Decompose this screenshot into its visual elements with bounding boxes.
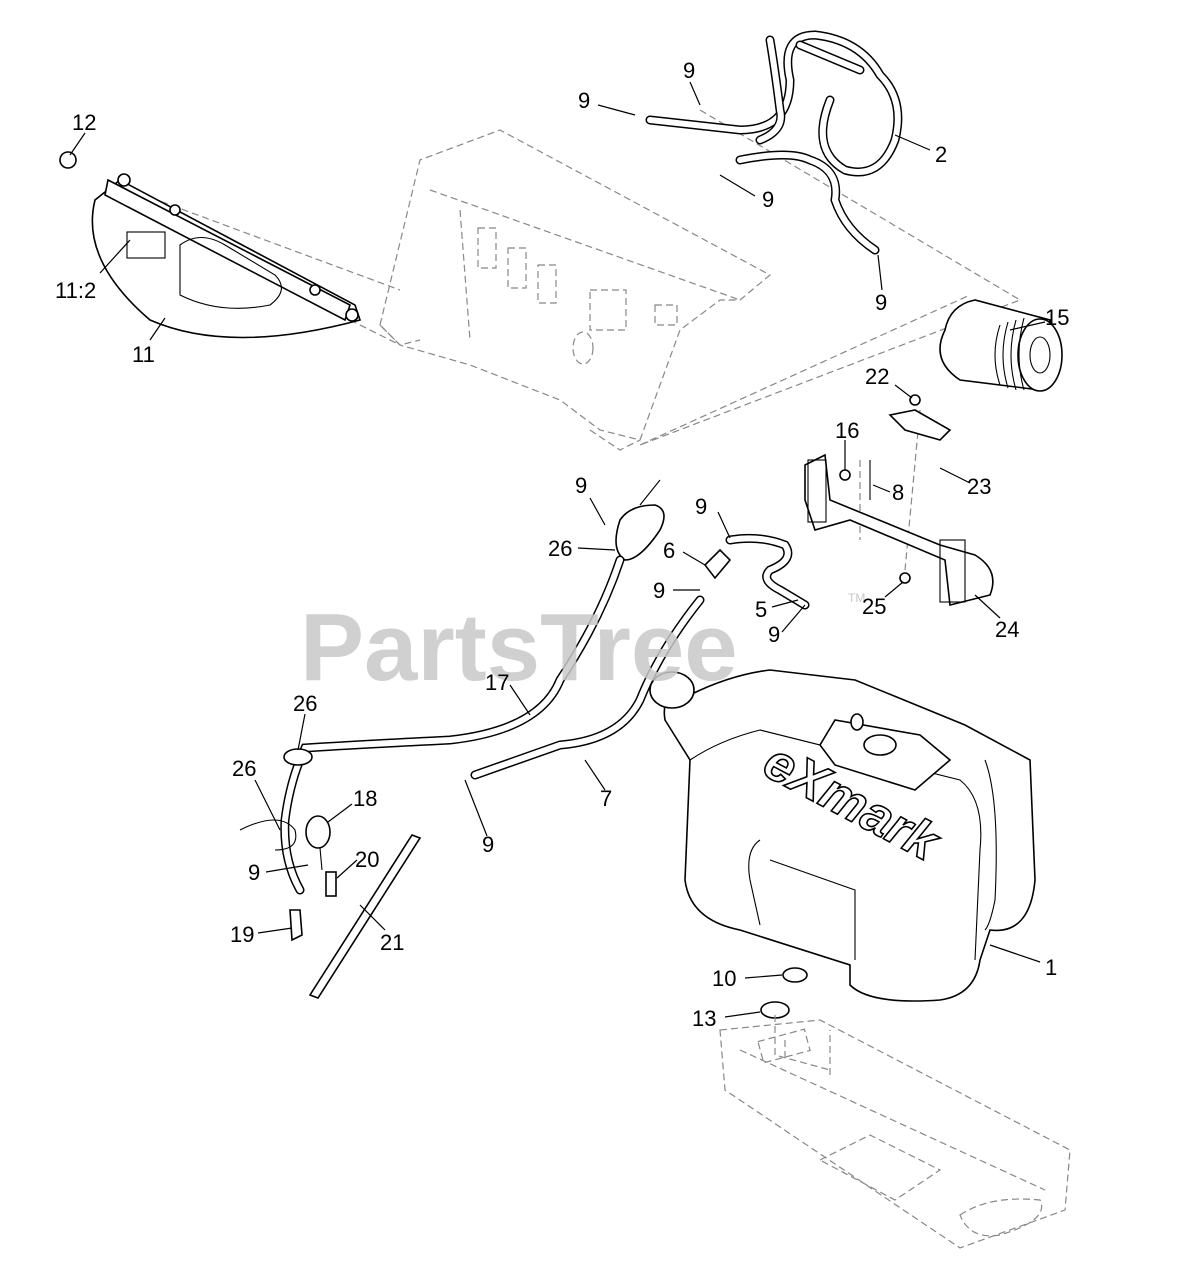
- alignment-lines: [129, 109, 1022, 571]
- callout-9: 9: [695, 494, 707, 519]
- callout-9: 9: [578, 88, 590, 113]
- callout-24: 24: [995, 617, 1019, 642]
- callout-18: 18: [353, 786, 377, 811]
- part-15-canister[interactable]: [939, 299, 1063, 392]
- callout-11-2: 11:2: [55, 278, 96, 303]
- callout-23: 23: [967, 474, 991, 499]
- part-11-cover-panel[interactable]: [91, 173, 362, 339]
- part-2-hose-assembly[interactable]: [645, 30, 903, 255]
- callout-6: 6: [663, 538, 675, 563]
- callout-2: 2: [935, 142, 947, 167]
- callout-15: 15: [1045, 305, 1069, 330]
- callout-9: 9: [768, 622, 780, 647]
- callout-9: 9: [575, 473, 587, 498]
- watermark: PartsTree: [300, 594, 738, 701]
- part-5-hose[interactable]: [725, 533, 810, 610]
- callout-9: 9: [482, 832, 494, 857]
- callout-26: 26: [548, 536, 572, 561]
- ghost-floor-pan: [719, 1015, 1071, 1249]
- callout-8: 8: [892, 480, 904, 505]
- callout-9: 9: [248, 860, 260, 885]
- callout-17: 17: [485, 670, 509, 695]
- part-12-screw[interactable]: [59, 151, 77, 169]
- part-6-fitting[interactable]: [703, 548, 732, 580]
- callout-22: 22: [865, 364, 889, 389]
- callout-9: 9: [653, 578, 665, 603]
- part-1-fuel-tank[interactable]: eXmark: [649, 669, 1036, 1002]
- part-21-strap[interactable]: [308, 834, 422, 999]
- leader-lines: [69, 81, 1046, 1018]
- callout-21: 21: [380, 930, 404, 955]
- callout-12: 12: [72, 110, 96, 135]
- part-26-filter-upper[interactable]: [615, 479, 665, 561]
- part-24-bracket[interactable]: [804, 453, 994, 606]
- ghost-frame-panel: [379, 129, 772, 451]
- callout-16: 16: [835, 418, 859, 443]
- part-22-nut[interactable]: [909, 394, 921, 406]
- callout-19: 19: [230, 922, 254, 947]
- part-7-hose[interactable]: [470, 595, 705, 780]
- callouts: 12 11:2 11 9 9 2 9 9 15 22 16 8 23 9 26 …: [55, 58, 1069, 1031]
- callout-1: 1: [1045, 955, 1057, 980]
- callout-20: 20: [355, 847, 379, 872]
- part-17-hose[interactable]: [280, 555, 625, 895]
- watermark-tm: TM: [848, 591, 865, 605]
- callout-10: 10: [712, 966, 736, 991]
- callout-7: 7: [600, 786, 612, 811]
- callout-11: 11: [132, 342, 155, 367]
- part-10-grommet[interactable]: [782, 967, 808, 983]
- callout-26: 26: [232, 756, 256, 781]
- callout-9: 9: [875, 290, 887, 315]
- callout-9: 9: [762, 187, 774, 212]
- part-26-clip-lower[interactable]: [239, 748, 313, 851]
- part-19-elbow[interactable]: [289, 909, 303, 942]
- callout-13: 13: [692, 1006, 716, 1031]
- callout-5: 5: [755, 597, 767, 622]
- part-23-plate[interactable]: [888, 409, 952, 441]
- callout-9: 9: [683, 58, 695, 83]
- callout-25: 25: [862, 594, 886, 619]
- part-18-valve[interactable]: [305, 815, 331, 871]
- part-25-fastener[interactable]: [899, 572, 911, 584]
- part-20-fitting[interactable]: [325, 871, 337, 897]
- callout-26: 26: [293, 691, 317, 716]
- part-16-washer[interactable]: [839, 469, 851, 481]
